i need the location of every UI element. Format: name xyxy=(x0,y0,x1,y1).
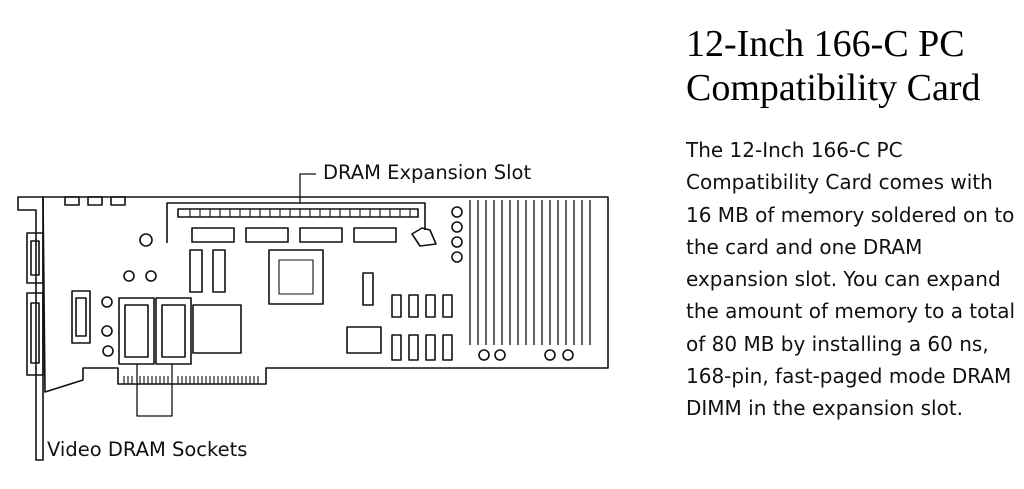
page-title: 12-Inch 166-C PC Compatibility Card xyxy=(686,23,981,109)
dram-expansion-slot xyxy=(166,202,437,247)
dram-slot-callout-line xyxy=(299,173,316,203)
left-square-chip xyxy=(192,304,242,354)
vertical-chips xyxy=(189,249,226,293)
video-dram-sockets xyxy=(118,297,192,365)
misc-circles xyxy=(101,233,157,357)
heatsink-circles xyxy=(478,349,574,361)
sockets-callout-line xyxy=(136,364,173,417)
soldered-memory-chips xyxy=(191,227,397,243)
small-chip-row-top xyxy=(391,294,453,318)
heatsink xyxy=(469,200,591,345)
small-chip-row-bottom xyxy=(391,334,453,361)
center-chip xyxy=(346,326,382,354)
card-outline xyxy=(42,196,609,393)
mounting-bracket xyxy=(17,196,44,461)
edge-connector xyxy=(123,376,259,384)
description: The 12-Inch 166-C PC Compatibility Card … xyxy=(686,138,1016,421)
left-connector xyxy=(71,290,91,344)
video-dram-sockets-label: Video DRAM Sockets xyxy=(47,438,248,461)
main-processor-chip xyxy=(268,249,324,305)
top-components xyxy=(64,196,126,206)
dram-expansion-slot-label: DRAM Expansion Slot xyxy=(323,161,532,184)
right-circles xyxy=(451,206,463,263)
small-vertical-chip xyxy=(362,272,374,306)
pc-card-diagram xyxy=(17,173,609,461)
